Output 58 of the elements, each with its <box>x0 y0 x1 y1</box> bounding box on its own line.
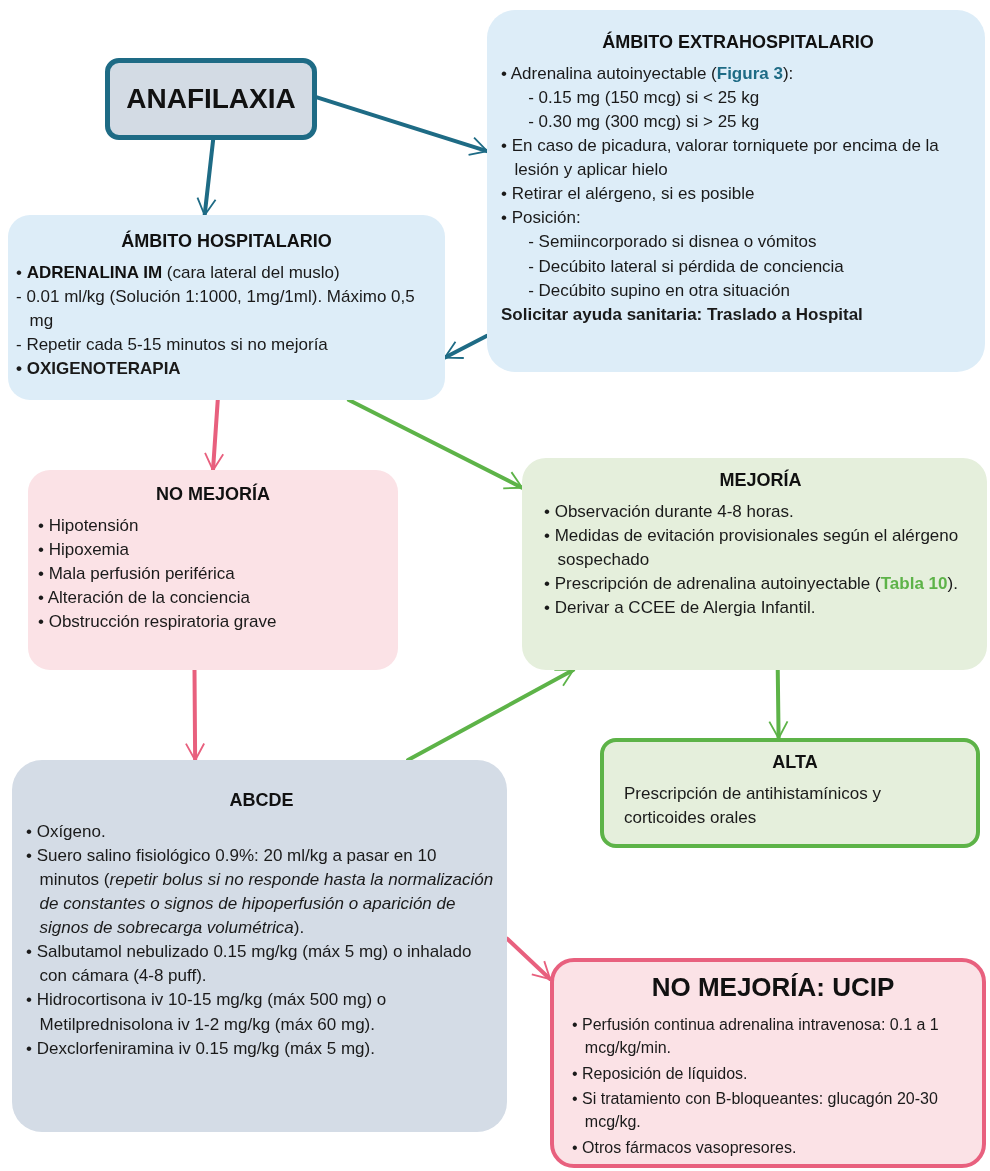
bullet-item: • Retirar el alérgeno, si es posible <box>501 183 756 206</box>
bullet-item: • Obstrucción respiratoria grave <box>38 611 278 634</box>
bullet-item: • ADRENALINA IM (cara lateral del muslo) <box>16 261 341 284</box>
bullet-item: • Perfusión continua adrenalina intravenosa: 0.1 a 1 mcg/kg/min. <box>572 1015 940 1058</box>
info-card <box>600 738 980 848</box>
note-text: Solicitar ayuda sanitaria: Traslado a Hospital <box>501 303 864 326</box>
bullet-item: • Oxígeno. <box>26 820 107 843</box>
bullet-item: • Mala perfusión periférica <box>38 562 236 585</box>
card-heading: MEJORÍA <box>718 470 803 492</box>
arrow <box>204 398 224 472</box>
card-heading: ABCDE <box>228 790 295 812</box>
info-card <box>550 958 986 1168</box>
card-text: Prescripción de antihistamínicos y corticoides orales <box>624 782 882 829</box>
bullet-item: • Derivar a CCEE de Alergia Infantil. <box>544 597 817 620</box>
info-card <box>8 215 445 400</box>
bullet-item: • Hidrocortisona iv 10-15 mg/kg (máx 500 mg) o Metilprednisolona iv 1-2 mg/kg (máx 60 mg). <box>26 989 388 1036</box>
arrow <box>505 936 552 981</box>
title-box <box>105 58 317 140</box>
bullet-item: • Dexclorfeniramina iv 0.15 mg/kg (máx 5 mg). <box>26 1037 376 1060</box>
note-text: • OXIGENOTERAPIA <box>16 358 182 381</box>
bullet-item: • En caso de picadura, valorar torniquete por encima de la lesión y aplicar hielo <box>501 134 940 182</box>
info-card <box>12 760 507 1132</box>
arrow <box>406 668 576 762</box>
arrow <box>443 333 489 360</box>
bullet-item: • Adrenalina autoinyectable (Figura 3): <box>501 62 795 85</box>
sub-item: - Decúbito supino en otra situación <box>527 279 791 302</box>
bullet-item: • Salbutamol nebulizado 0.15 mg/kg (máx 5 mg) o inhalado con cámara (4-8 puff). <box>26 941 473 988</box>
bullet-item: • Alteración de la conciencia <box>38 586 251 609</box>
card-heading: ALTA <box>771 752 819 774</box>
info-card <box>522 458 987 670</box>
bullet-item: • Hipotensión <box>38 514 140 537</box>
info-card <box>28 470 398 670</box>
card-heading: NO MEJORÍA: UCIP <box>650 972 896 1004</box>
sub-item: - Decúbito lateral si pérdida de conciencia <box>527 255 845 278</box>
bullet-item: • Si tratamiento con B-bloqueantes: glucagón 20-30 mcg/kg. <box>572 1089 939 1133</box>
sub-item: - 0.15 mg (150 mcg) si < 25 kg <box>527 86 761 109</box>
bullet-item: • Reposición de líquidos. <box>572 1063 749 1084</box>
card-heading: ÁMBITO EXTRAHOSPITALARIO <box>601 32 875 54</box>
bullet-item: • Suero salino fisiológico 0.9%: 20 ml/kg a pasar en 10 minutos (repetir bolus si no responde hasta la normalización de constantes o signos de hipoperfusión o aparición de signos de sobrecarga volumétrica). <box>26 844 495 940</box>
card-heading: NO MEJORÍA <box>155 484 271 506</box>
bullet-item: - Repetir cada 5-15 minutos si no mejoría <box>16 333 329 356</box>
card-heading: ANAFILAXIA <box>125 82 297 116</box>
bullet-item: • Observación durante 4-8 horas. <box>544 500 795 523</box>
arrow <box>315 95 489 156</box>
bullet-item: • Posición: <box>501 207 582 230</box>
info-card <box>487 10 985 372</box>
arrow <box>197 138 216 217</box>
sub-item: - 0.30 mg (300 mcg) si > 25 kg <box>527 110 761 133</box>
bullet-item: • Medidas de evitación provisionales según el alérgeno sospechado <box>544 524 960 571</box>
arrow <box>346 398 524 490</box>
bullet-item: • Prescripción de adrenalina autoinyectable (Tabla 10). <box>544 572 959 595</box>
arrow <box>185 668 205 762</box>
card-heading: ÁMBITO HOSPITALARIO <box>120 231 333 253</box>
bullet-item: • Otros fármacos vasopresores. <box>572 1137 798 1158</box>
list-item: - 0.01 ml/kg (Solución 1:1000, 1mg/1ml). Máximo 0,5 mg <box>16 285 416 332</box>
sub-item: - Semiincorporado si disnea o vómitos <box>527 231 818 254</box>
bullet-item: • Hipoxemia <box>38 538 130 561</box>
arrow <box>768 668 788 740</box>
